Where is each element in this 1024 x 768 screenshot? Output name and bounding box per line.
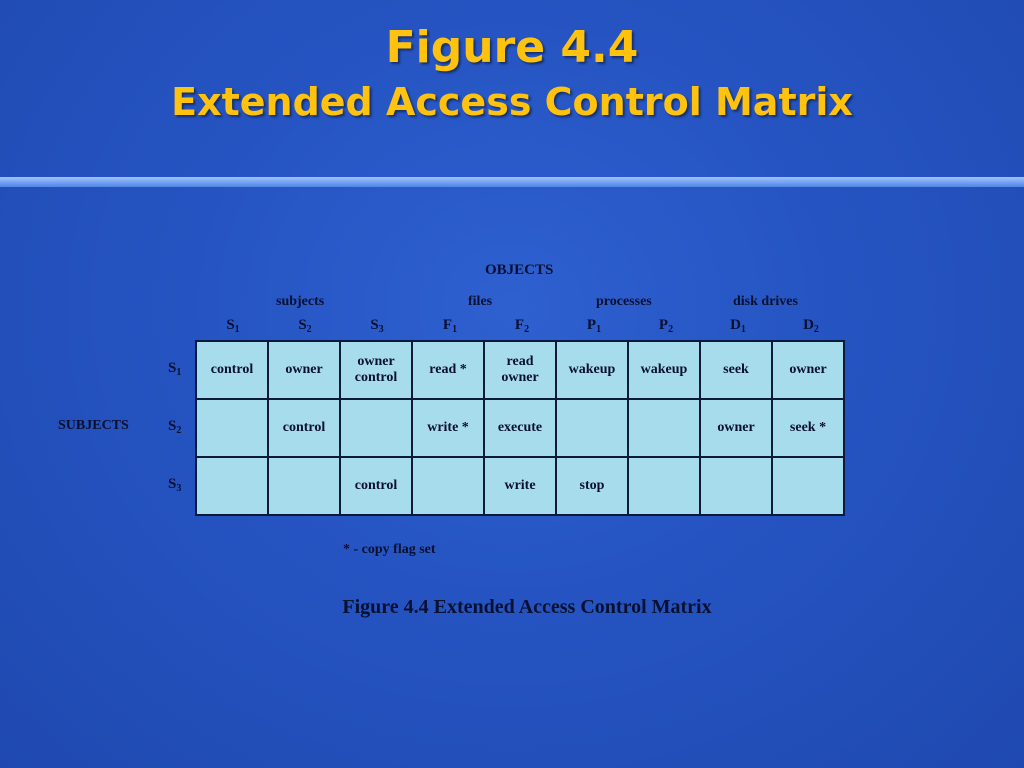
column-header-index: 2 [668,324,674,335]
column-header-letter: P [658,317,669,333]
column-header: D1 [702,317,774,335]
matrix-cell: owner [267,340,341,400]
column-header-letter: S [370,317,379,333]
column-header-letter: P [586,317,597,333]
column-header-letter: F [514,317,525,333]
column-header: D2 [775,317,847,335]
column-header-index: 1 [452,324,458,335]
row-header: S2 [168,418,181,436]
matrix-cell [195,398,269,458]
row-header-index: 3 [176,483,182,494]
column-header-index: 2 [524,324,530,335]
matrix-cell [699,456,773,516]
group-label-subjects: subjects [276,294,325,309]
matrix-cell [771,456,845,516]
matrix-cell: seek * [771,398,845,458]
column-header: P1 [558,317,630,335]
column-header: F2 [486,317,558,335]
column-header: P2 [630,317,702,335]
matrix-cell [411,456,485,516]
column-header-letter: D [730,317,741,333]
matrix-cell: seek [699,340,773,400]
matrix-cell: owner [771,340,845,400]
copy-flag-legend: * - copy flag set [343,542,436,557]
column-header: S3 [341,317,413,335]
column-header-index: 1 [740,324,746,335]
subjects-side-label: SUBJECTS [58,418,129,433]
matrix-cell: wakeup [555,340,629,400]
matrix-cell [267,456,341,516]
matrix-cell: write * [411,398,485,458]
matrix-cell: owner [699,398,773,458]
column-header-index: 3 [378,324,384,335]
group-label-processes: processes [596,294,652,309]
row-header-index: 1 [176,367,182,378]
group-label-disk-drives: disk drives [733,294,798,309]
title-line-1: Figure 4.4 [385,22,639,73]
matrix-cell: control [267,398,341,458]
row-header-letter: S [168,360,177,376]
matrix-cell [627,398,701,458]
column-header-letter: S [226,317,235,333]
column-header: F1 [414,317,486,335]
column-header-index: 1 [596,324,602,335]
objects-label: OBJECTS [485,262,554,278]
column-header: S1 [197,317,269,335]
slide-title: Figure 4.4 Extended Access Control Matri… [0,20,1024,128]
matrix-cell [195,456,269,516]
title-line-2: Extended Access Control Matrix [171,80,853,124]
matrix-cell: read * [411,340,485,400]
row-header-letter: S [168,418,177,434]
matrix-cell [627,456,701,516]
row-header-letter: S [168,476,177,492]
matrix-cell [339,398,413,458]
column-header: S2 [269,317,341,335]
column-header-index: 2 [813,324,819,335]
matrix-cell: control [339,456,413,516]
column-header-letter: D [803,317,814,333]
figure-caption: Figure 4.4 Extended Access Control Matri… [342,596,712,618]
row-header: S3 [168,476,181,494]
column-header-letter: F [442,317,453,333]
title-divider [0,177,1024,187]
matrix-cell [555,398,629,458]
matrix-cell: control [195,340,269,400]
matrix-cell: execute [483,398,557,458]
matrix-cell: write [483,456,557,516]
column-header-index: 2 [306,324,312,335]
row-header-index: 2 [176,425,182,436]
column-header-letter: S [298,317,307,333]
column-header-index: 1 [234,324,240,335]
row-header: S1 [168,360,181,378]
matrix-cell: wakeup [627,340,701,400]
group-label-files: files [468,294,493,309]
matrix-cell: stop [555,456,629,516]
